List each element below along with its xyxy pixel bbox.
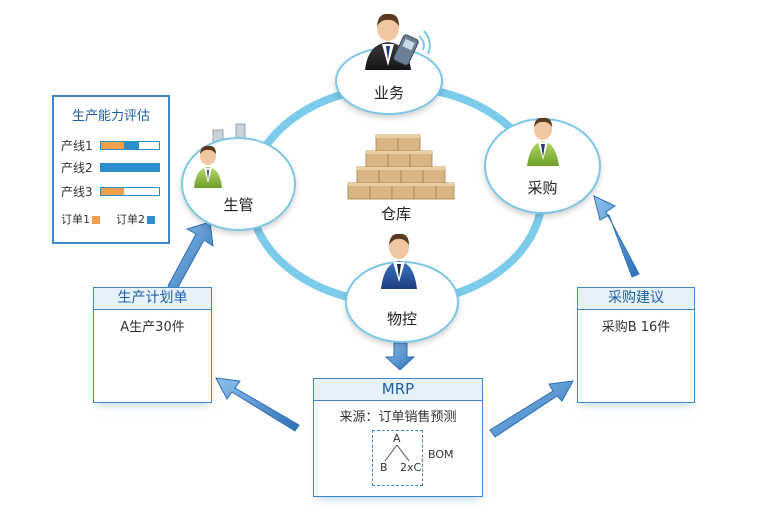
mrp-panel: MRP 来源：订单销售预测 [313, 378, 483, 497]
node-material-control-label: 物控 [386, 310, 417, 328]
capacity-panel: 生产能力评估 产线1 产线2 产线3 订单1 订单2 [52, 95, 170, 244]
capacity-line-3-bar [100, 187, 160, 196]
capacity-line-2-bar [100, 163, 160, 172]
businessman-icon [527, 117, 559, 166]
capacity-line-1-bar [100, 141, 160, 150]
legend-order2: 订单2 [116, 211, 155, 227]
bom-label: BOM [428, 448, 454, 461]
capacity-line-2-label: 产线2 [61, 161, 93, 175]
bom-child-c: 2xC [400, 461, 422, 474]
node-production: 生管 [181, 137, 296, 231]
businessman-phone-icon [365, 13, 431, 70]
production-plan-content: A生产30件 [120, 320, 185, 335]
purchase-suggestion-title: 采购建议 [578, 288, 694, 310]
purchase-suggestion-content: 采购B 16件 [601, 320, 671, 335]
line-1-order1-fill [101, 142, 125, 149]
node-business-label: 业务 [373, 84, 404, 102]
arrow-to-production [167, 221, 214, 292]
legend-order2-swatch [147, 216, 155, 224]
node-production-label: 生管 [223, 196, 254, 214]
production-plan-panel: 生产计划单 A生产30件 [93, 287, 212, 403]
bom-tree: A B 2xC [372, 430, 423, 486]
arrow-mrp-to-purchase [489, 380, 574, 438]
bom-child-b: B [380, 461, 388, 474]
bom-tree-lines [384, 444, 410, 462]
mrp-source: 来源：订单销售预测 [339, 410, 457, 425]
legend-order1-swatch [92, 216, 100, 224]
line-3-order1-fill [101, 188, 125, 195]
arrow-mrp-to-plan [215, 377, 300, 432]
mrp-title: MRP [314, 379, 482, 401]
purchase-suggestion-panel: 采购建议 采购B 16件 [577, 287, 695, 403]
arrow-to-mrp [384, 342, 416, 371]
production-plan-title: 生产计划单 [94, 288, 211, 310]
legend-order2-label: 订单2 [116, 213, 145, 226]
capacity-line-1-label: 产线1 [61, 139, 93, 153]
line-1-order2-fill [124, 142, 139, 149]
bom-parent: A [393, 432, 401, 445]
line-2-order2-fill [101, 164, 159, 171]
capacity-line-3-label: 产线3 [61, 185, 93, 199]
legend-order1-label: 订单1 [61, 213, 90, 226]
arrow-to-purchase [593, 195, 640, 278]
node-purchase-label: 采购 [527, 179, 558, 197]
capacity-title: 生产能力评估 [71, 109, 150, 124]
warehouse-label: 仓库 [381, 205, 412, 223]
businessman-icon [194, 145, 222, 188]
legend-order1: 订单1 [61, 211, 100, 227]
boxes-icon [347, 134, 455, 200]
businessman-icon [381, 233, 417, 289]
